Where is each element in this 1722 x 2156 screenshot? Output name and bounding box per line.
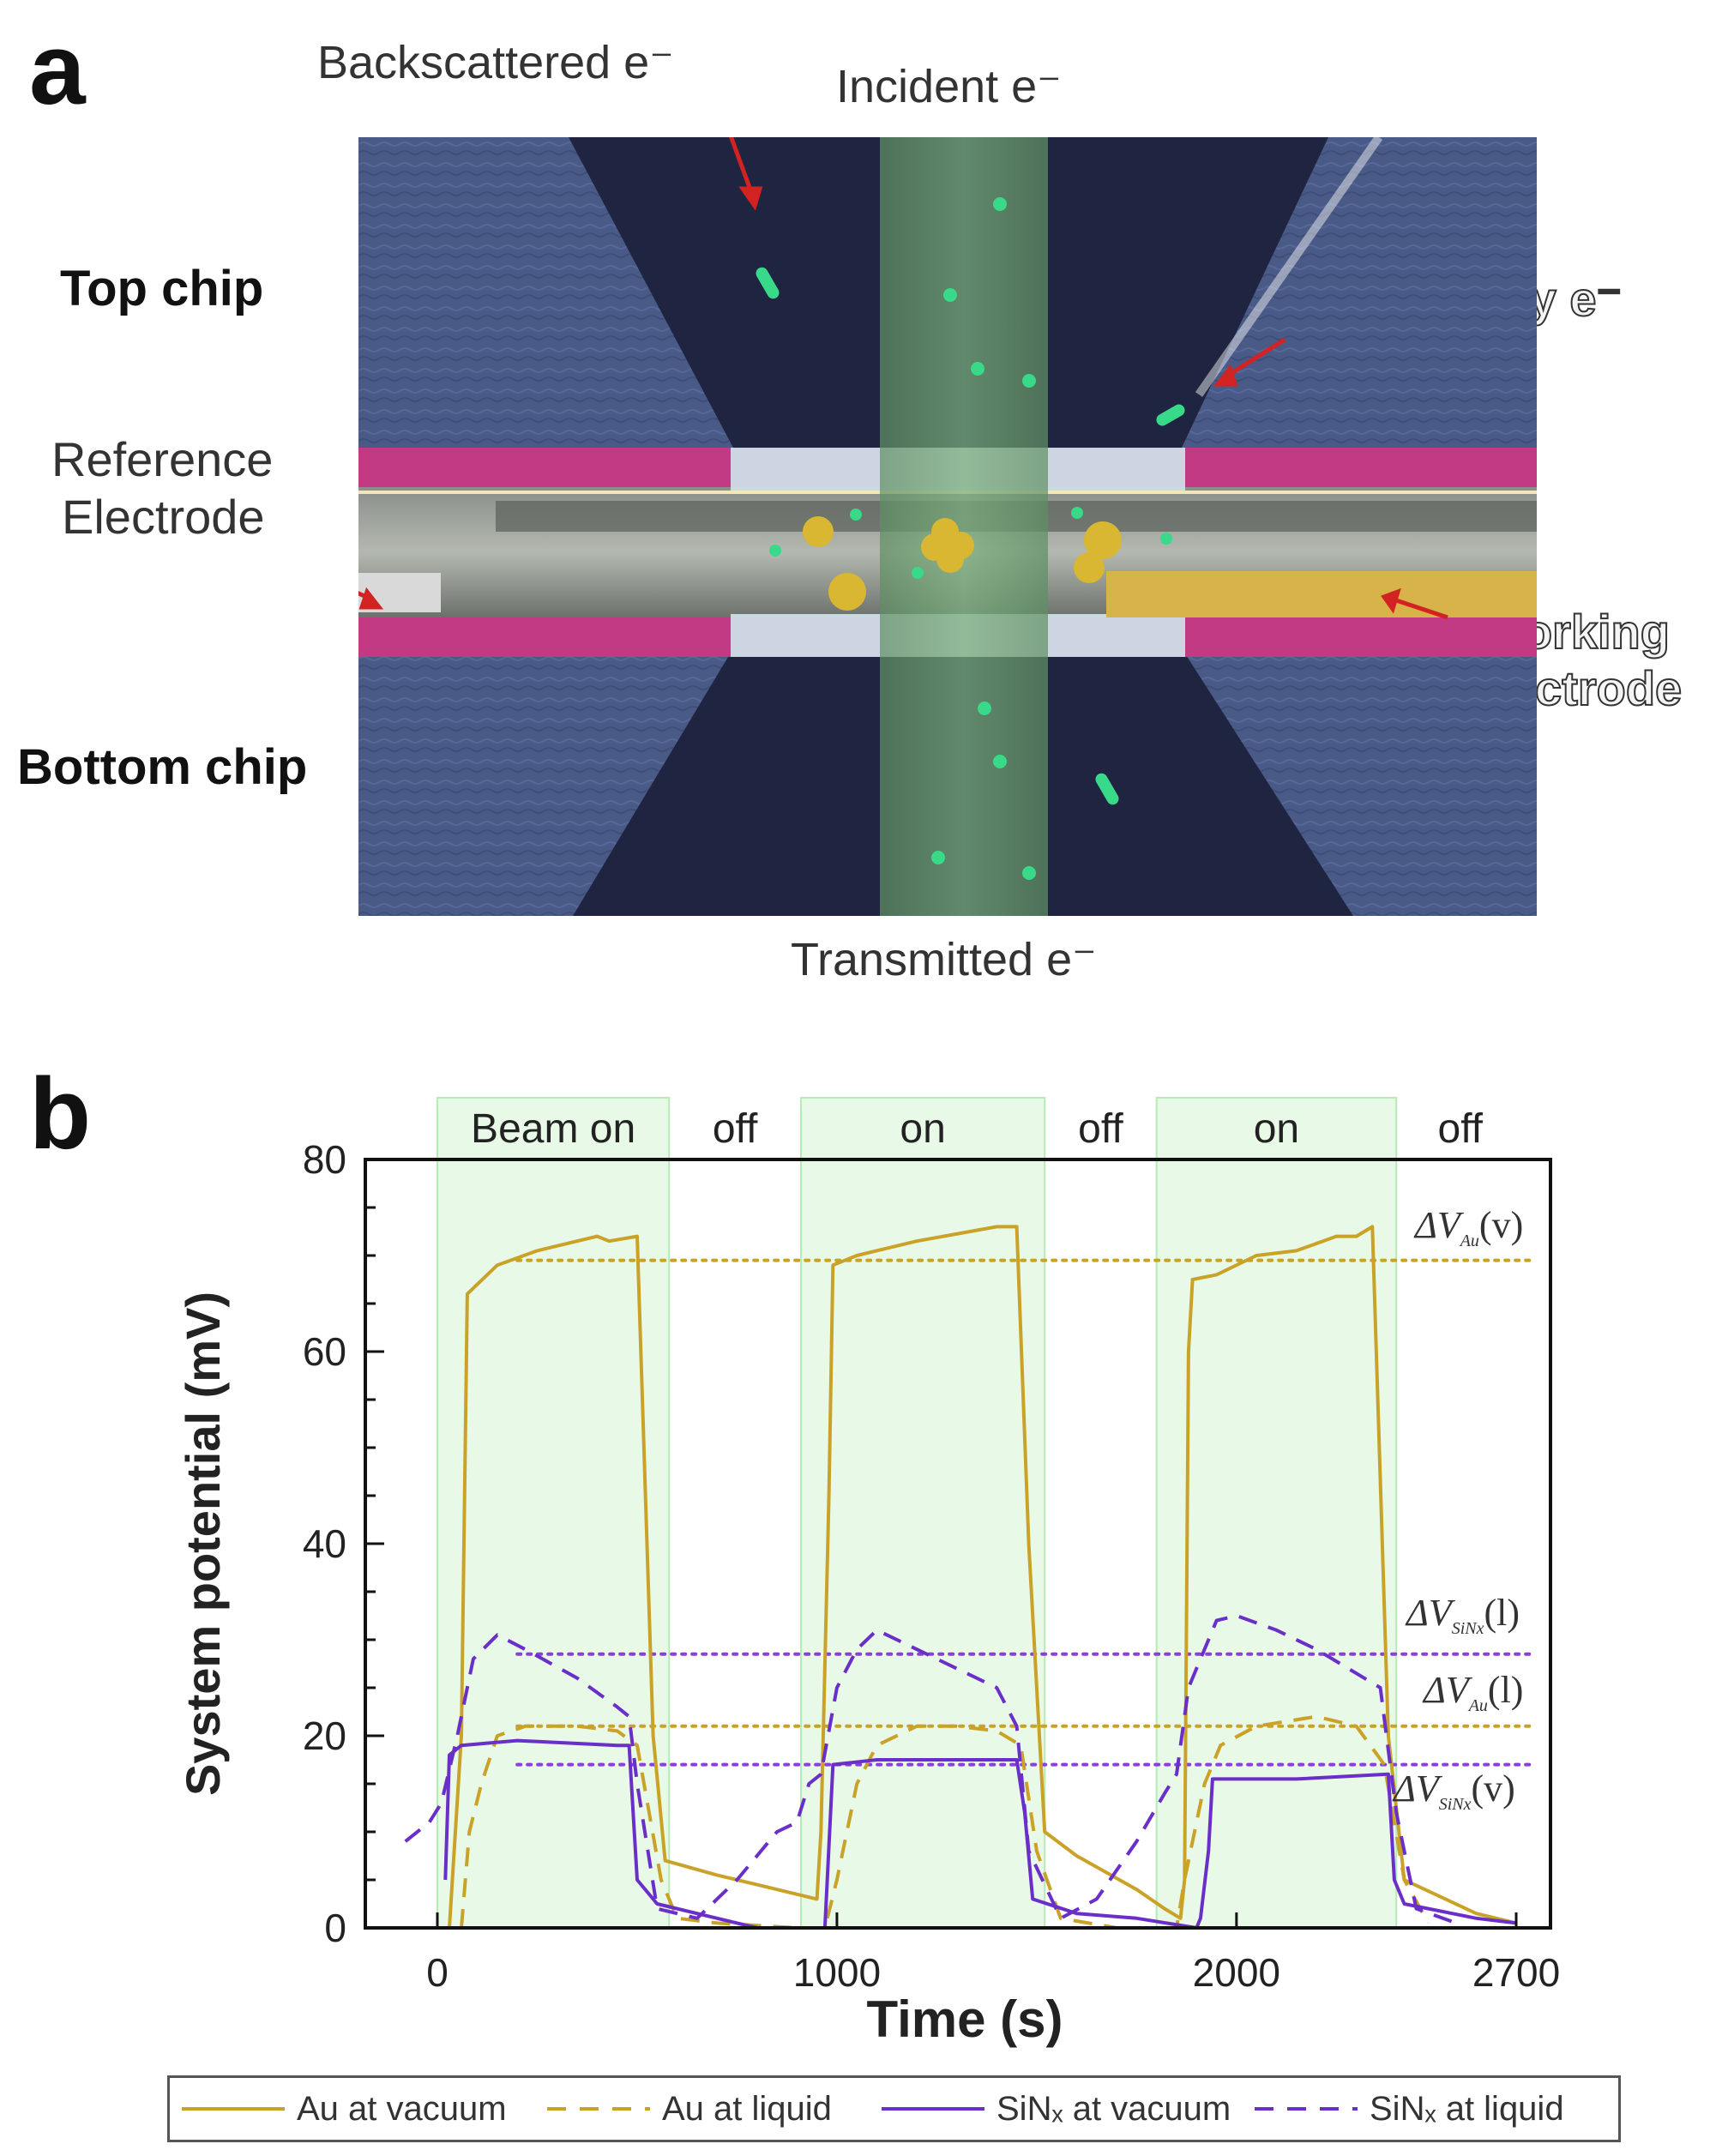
x-tick-label: 1000 [793, 1950, 881, 1995]
x-axis-ticks: 0 1000 2000 2700 [426, 1912, 1560, 1995]
x-axis-label: Time (s) [867, 1990, 1063, 2048]
transmitted-label: Transmitted e⁻ [791, 934, 1097, 985]
legend-swatch-au-liquid [547, 2107, 650, 2111]
chart-series [404, 1225, 1517, 1930]
series-line-3 [404, 1614, 1457, 1925]
bottom-chip-label: Bottom chip [17, 739, 308, 795]
incident-label: Incident e⁻ [836, 61, 1062, 112]
series-line-2 [443, 1738, 1517, 1930]
phase-labels: Beam on off on off on off [471, 1106, 1484, 1152]
working-electrode [1106, 571, 1537, 617]
x-tick-label: 0 [426, 1950, 449, 1995]
phase-label-5: off [1438, 1106, 1484, 1152]
backscattered-label: Backscattered e⁻ [317, 37, 674, 88]
beam-on-band-0 [437, 1097, 671, 1929]
phase-label-3: off [1078, 1106, 1123, 1152]
y-tick-label: 60 [303, 1329, 346, 1374]
legend-item-sinx-liquid: SiNₓ at liquid [1255, 2078, 1564, 2140]
phase-label-2: on [900, 1106, 945, 1152]
legend-label: Au at vacuum [297, 2089, 507, 2128]
legend-item-au-liquid: Au at liquid [547, 2078, 832, 2140]
phase-label-1: off [713, 1106, 758, 1152]
reference-electrode-label-line1: Reference [51, 432, 274, 486]
x-tick-label: 2000 [1193, 1950, 1280, 1995]
legend-item-sinx-vacuum: SiNₓ at vacuum [882, 2078, 1231, 2140]
y-tick-label: 80 [303, 1137, 346, 1182]
top-chip-label: Top chip [60, 261, 264, 316]
beam-on-band-1 [799, 1097, 1046, 1929]
svg-text:ΔVSiNx(l): ΔVSiNx(l) [1405, 1592, 1520, 1638]
chart-legend: Au at vacuum Au at liquid SiNₓ at vacuum… [167, 2075, 1621, 2142]
annotation-dv-sinx-v: ΔVSiNx(v) [1392, 1768, 1515, 1814]
panel-a-letter: a [29, 13, 86, 126]
electron-beam [880, 137, 1048, 916]
svg-text:ΔVAu(v): ΔVAu(v) [1413, 1204, 1523, 1250]
legend-swatch-au-vacuum [182, 2107, 285, 2111]
beam-on-bands [437, 1097, 1398, 1929]
y-tick-label: 0 [324, 1906, 346, 1950]
legend-label: SiNₓ at liquid [1370, 2089, 1564, 2128]
legend-label: Au at liquid [662, 2089, 832, 2128]
phase-label-4: on [1254, 1106, 1299, 1152]
annotation-dv-au-l: ΔVAu(l) [1422, 1669, 1523, 1715]
x-tick-label: 2700 [1472, 1950, 1560, 1995]
y-axis-ticks: 0 20 40 60 80 [303, 1137, 384, 1950]
y-tick-label: 40 [303, 1521, 346, 1566]
electrons [756, 197, 1185, 880]
svg-text:ΔVAu(l): ΔVAu(l) [1422, 1669, 1523, 1715]
legend-swatch-sinx-vacuum [882, 2107, 984, 2111]
y-axis-label: System potential (mV) [176, 1292, 230, 1796]
annotation-dv-au-v: ΔVAu(v) [1413, 1204, 1523, 1250]
y-tick-label: 20 [303, 1713, 346, 1758]
legend-label: SiNₓ at vacuum [996, 2089, 1231, 2128]
legend-swatch-sinx-liquid [1255, 2107, 1358, 2111]
gold-nanoparticles [803, 516, 1122, 611]
legend-item-au-vacuum: Au at vacuum [182, 2078, 507, 2140]
svg-text:ΔVSiNx(v): ΔVSiNx(v) [1392, 1768, 1515, 1814]
series-line-1 [460, 1714, 1430, 1930]
potential-chart: 0 20 40 60 80 0 1000 2000 2700 Beam on off on off o… [176, 1097, 1560, 2048]
liquid-cell-schematic [358, 137, 1537, 916]
annotation-dv-sinx-l: ΔVSiNx(l) [1405, 1592, 1520, 1638]
reference-electrode-label-line2: Electrode [62, 490, 265, 544]
beam-on-band-2 [1155, 1097, 1398, 1929]
pointer-arrows [358, 137, 1448, 620]
phase-label-0: Beam on [471, 1106, 635, 1152]
panel-b-letter: b [29, 1057, 92, 1171]
series-line-0 [448, 1225, 1517, 1929]
